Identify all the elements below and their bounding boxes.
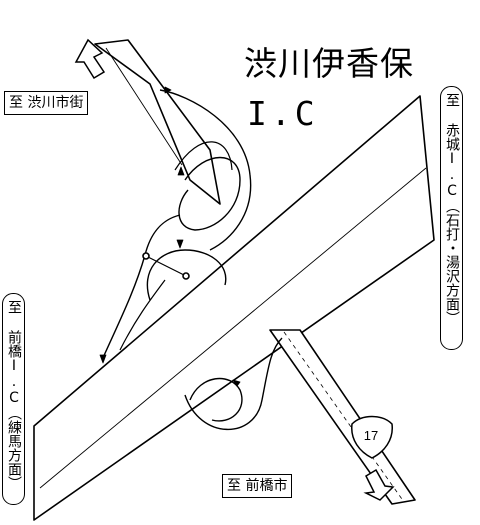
route17-center-dashed	[283, 331, 405, 503]
route-number: 17	[363, 428, 379, 443]
route17-south-road	[269, 329, 416, 505]
arrow-north-icon	[74, 38, 106, 80]
toll-gate-line	[145, 255, 187, 277]
ramp-south-loop	[189, 377, 243, 422]
label-to-maebashi-ic: 至 前橋I.C（練馬方面）	[2, 293, 25, 505]
arrow-south-icon	[363, 468, 395, 501]
interchange-title: 渋川伊香保	[244, 44, 414, 83]
label-to-maebashi-city: 至 前橋市	[222, 474, 293, 498]
route-shield-icon	[351, 415, 393, 459]
ramp-north-inner	[174, 141, 233, 171]
expressway-center-line	[39, 167, 427, 489]
route17-north-road	[94, 39, 221, 205]
ramp-west-loop	[146, 249, 227, 301]
interchange-subtitle: I.C	[247, 94, 319, 133]
ramp-south-outer	[184, 337, 283, 431]
ramp-north-outer	[159, 89, 252, 251]
ramp-west-inner	[119, 279, 166, 351]
ramp-north-loop	[178, 156, 241, 231]
label-to-shibukawa: 至 渋川市街	[4, 91, 89, 115]
label-to-akagi-ic: 至 赤城I.C（石打・湯沢方面）	[440, 86, 463, 350]
expressway-band	[33, 95, 435, 521]
ramp-west-outer	[101, 214, 181, 361]
